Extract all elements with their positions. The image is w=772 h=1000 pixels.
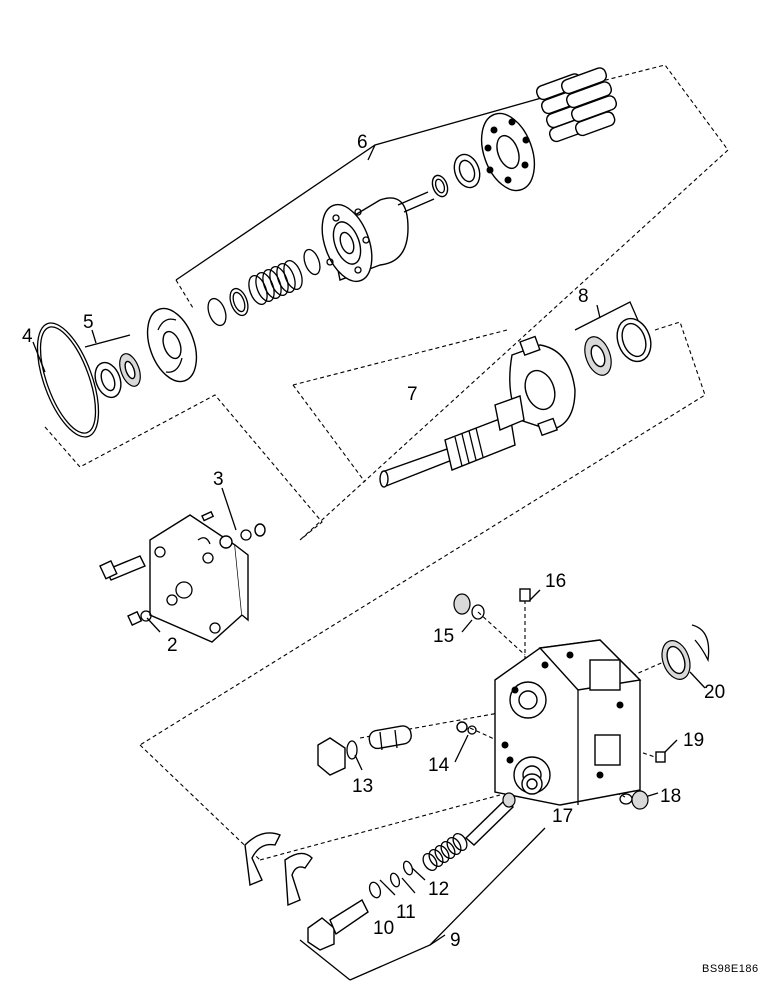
callout-11: 11 xyxy=(396,902,416,923)
callout-12: 12 xyxy=(428,879,449,900)
spring-9 xyxy=(422,832,468,872)
pin-3 xyxy=(201,510,215,522)
swash-bearing-shoes xyxy=(244,832,313,907)
callout-17: 17 xyxy=(552,806,573,827)
pins xyxy=(397,174,449,213)
callout-4: 4 xyxy=(22,326,33,347)
bearing-8 xyxy=(584,317,652,376)
callout-16: 16 xyxy=(545,571,566,592)
callout-18: 18 xyxy=(660,786,681,807)
plug-9 xyxy=(307,898,369,951)
cylinder-block xyxy=(321,197,409,283)
swash-plate xyxy=(509,335,576,437)
plug-2 xyxy=(127,610,152,626)
snap-ring-20 xyxy=(691,624,710,663)
callout-5: 5 xyxy=(83,312,94,333)
pump-housing xyxy=(494,639,642,806)
callout-8: 8 xyxy=(578,286,589,307)
rings-9 xyxy=(368,860,414,899)
plug-3 xyxy=(240,523,266,541)
callout-14: 14 xyxy=(428,755,450,776)
callout-20: 20 xyxy=(704,682,725,703)
spring-assembly xyxy=(207,248,321,327)
callout-9: 9 xyxy=(450,930,461,951)
o-ring-4 xyxy=(36,322,100,438)
spherical-bushing xyxy=(453,153,481,189)
bolt xyxy=(99,555,146,581)
valve-plate xyxy=(146,307,198,383)
callout-3: 3 xyxy=(213,469,224,490)
leader-lines xyxy=(32,64,729,981)
plug-13 xyxy=(317,737,358,776)
drive-shaft-7 xyxy=(379,395,525,488)
spool xyxy=(368,725,412,751)
retainer-plate xyxy=(480,112,536,192)
pistons xyxy=(535,67,618,143)
pin-9 xyxy=(464,792,516,846)
fitting-17 xyxy=(521,773,543,795)
plug-14 xyxy=(456,721,477,735)
callout-10: 10 xyxy=(373,918,394,939)
screw-19 xyxy=(655,751,666,763)
callout-15: 15 xyxy=(433,626,454,647)
callout-6: 6 xyxy=(357,132,368,153)
callout-19: 19 xyxy=(683,730,704,751)
callout-labels: 2 3 4 5 6 7 8 9 10 11 12 13 14 15 16 17 … xyxy=(22,132,725,951)
callout-7: 7 xyxy=(407,384,418,405)
plug-18 xyxy=(619,790,649,810)
callout-2: 2 xyxy=(167,635,178,656)
bearing-5 xyxy=(94,353,141,399)
plug-16 xyxy=(519,588,531,602)
end-cover xyxy=(149,514,249,643)
callout-13: 13 xyxy=(352,776,373,797)
bearing-race-20 xyxy=(661,640,691,680)
figure-reference-code: BS98E186 xyxy=(702,963,759,975)
cap-15 xyxy=(453,593,485,620)
